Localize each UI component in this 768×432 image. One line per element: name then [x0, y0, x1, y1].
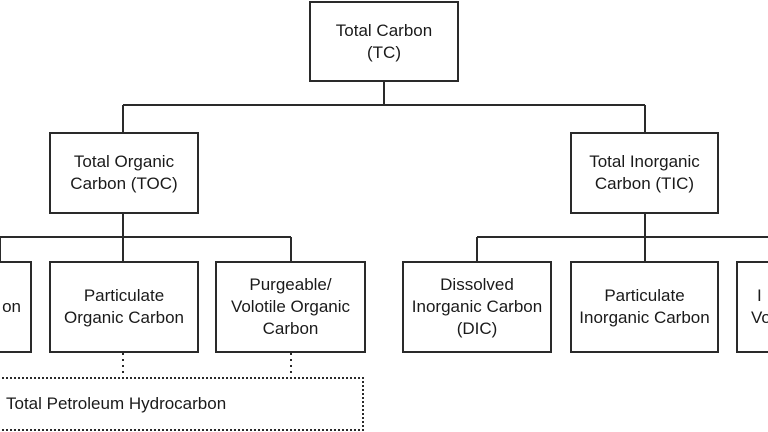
node-poc-line2: Organic Carbon [63, 308, 184, 327]
node-dic-line1: Dissolved [440, 275, 514, 294]
node-voc-line3: Carbon [262, 319, 319, 338]
node-total-inorganic-carbon: Total Inorganic Carbon (TIC) [570, 132, 719, 214]
node-poc-line1: Particulate [83, 286, 165, 305]
node-pic-line1: Particulate [604, 286, 685, 305]
node-voc-line1: Purgeable/ [249, 275, 332, 294]
node-purgeable-volatile-organic-carbon: Purgeable/ Volotile Organic Carbon [215, 261, 366, 353]
node-dissolved-inorganic-carbon: Dissolved Inorganic Carbon (DIC) [402, 261, 552, 353]
node-dissolved-organic-carbon-partial: on [0, 261, 32, 353]
node-tic-line1: Total Inorganic [589, 152, 700, 171]
node-total-carbon: Total Carbon (TC) [309, 1, 459, 82]
node-total-organic-carbon: Total Organic Carbon (TOC) [49, 132, 199, 214]
node-total-petroleum-hydrocarbon: Total Petroleum Hydrocarbon [0, 377, 364, 431]
node-vic-line1: I [757, 286, 762, 305]
node-toc-line1: Total Organic [73, 152, 175, 171]
node-total-carbon-line2: (TC) [367, 42, 401, 62]
node-volatile-inorganic-carbon-partial: I Vo [736, 261, 768, 353]
node-voc-line2: Volotile Organic [230, 297, 351, 316]
node-pic-line2: Inorganic Carbon [579, 308, 710, 327]
node-tph-line1: Total Petroleum Hydrocarbon [6, 394, 227, 413]
node-particulate-inorganic-carbon: Particulate Inorganic Carbon [570, 261, 719, 353]
node-vic-line2: Vo [751, 308, 768, 327]
node-tic-line2: Carbon (TIC) [594, 174, 695, 193]
node-particulate-organic-carbon: Particulate Organic Carbon [49, 261, 199, 353]
node-total-carbon-line1: Total Carbon [335, 20, 433, 40]
node-toc-line2: Carbon (TOC) [70, 174, 178, 193]
node-dic-line2: Inorganic Carbon [411, 297, 543, 316]
node-doc-line1: on [2, 297, 21, 316]
node-dic-line3: (DIC) [456, 319, 498, 338]
